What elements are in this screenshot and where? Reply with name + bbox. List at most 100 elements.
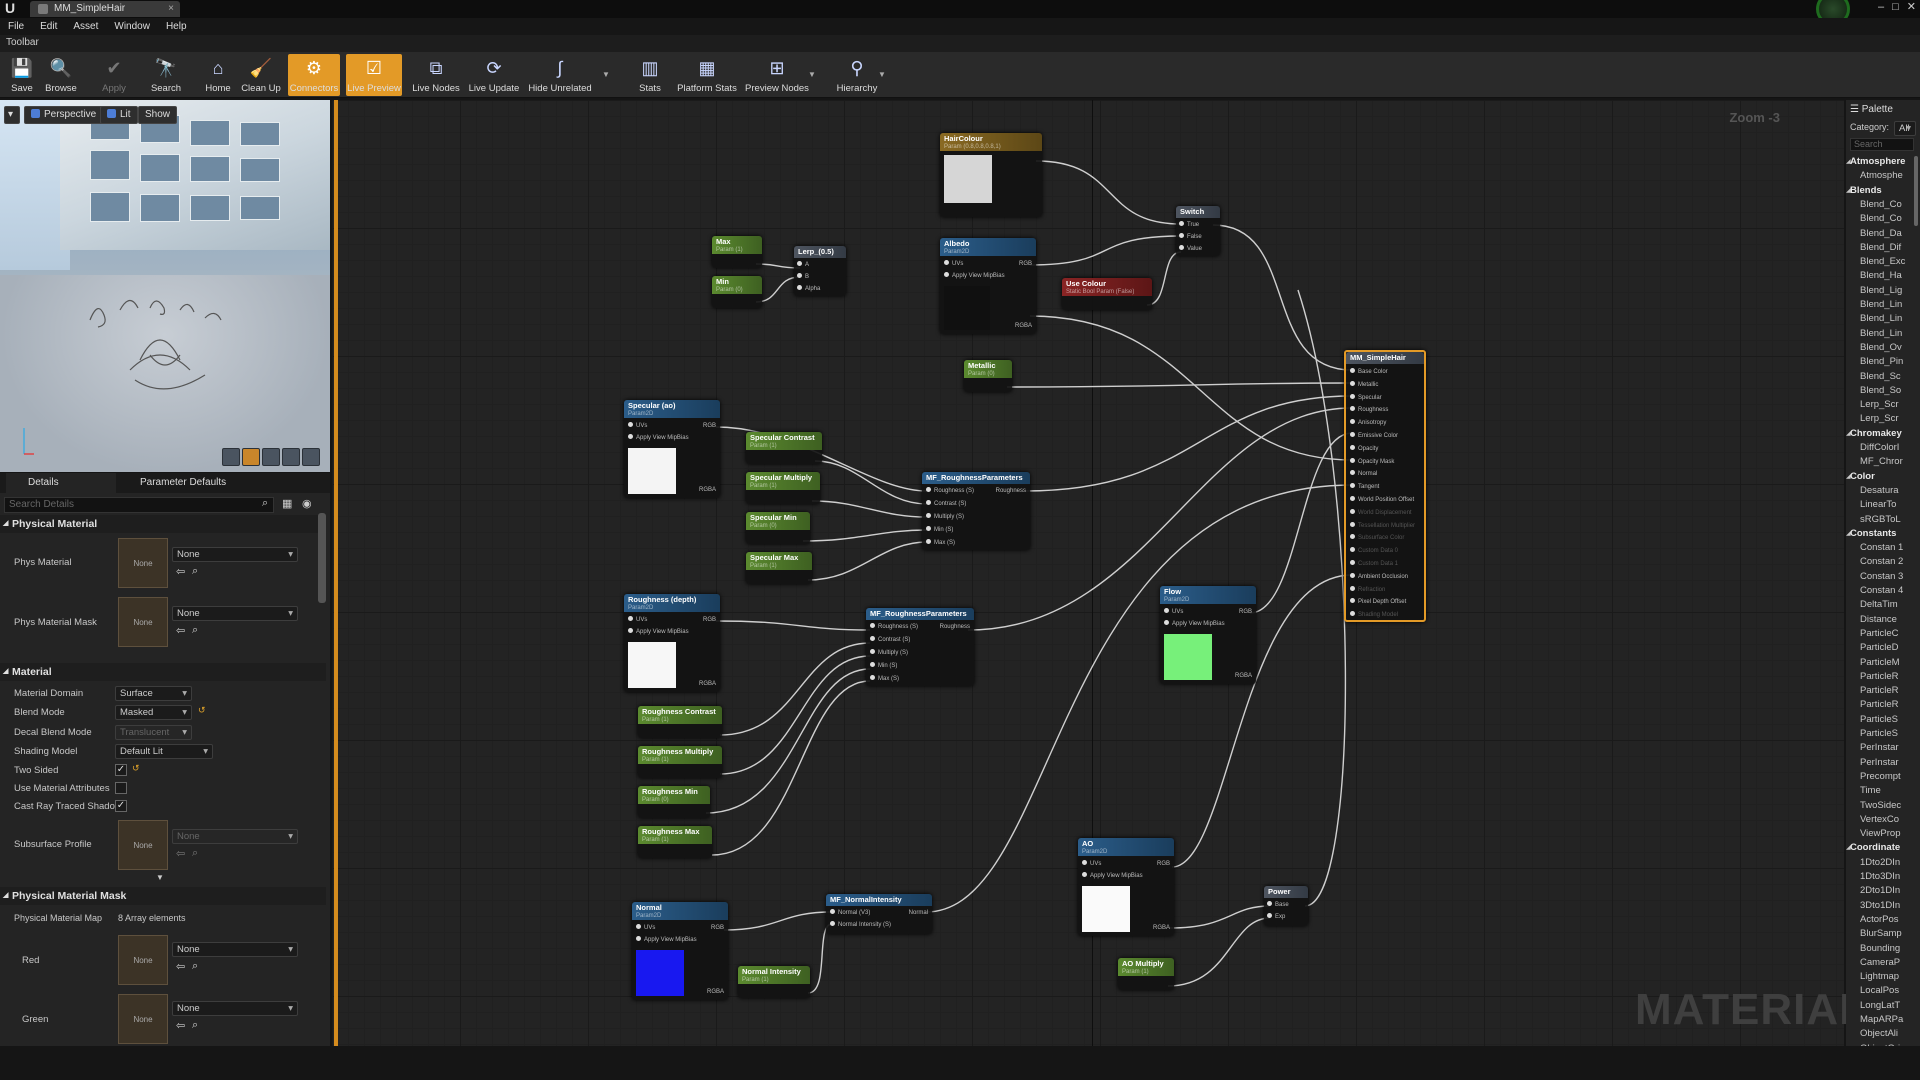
- preview-mesh-icon[interactable]: [302, 448, 320, 466]
- pin-base[interactable]: Base: [1267, 901, 1289, 909]
- palette-item[interactable]: Blend_So: [1860, 384, 1902, 396]
- palette-item[interactable]: Blend_Pin: [1860, 356, 1904, 368]
- pin-uvs[interactable]: UVs: [628, 422, 647, 430]
- palette-item[interactable]: ParticleS: [1860, 728, 1899, 739]
- palette-item[interactable]: Blend_Exc: [1860, 256, 1906, 268]
- clean-up-button[interactable]: 🧹Clean Up: [241, 57, 281, 95]
- result-pin[interactable]: Shading Model: [1350, 611, 1398, 619]
- palette-item[interactable]: DeltaTim: [1860, 599, 1898, 611]
- lit-button[interactable]: Lit: [100, 106, 138, 124]
- palette-item[interactable]: LinearTo: [1860, 499, 1897, 511]
- palette-item[interactable]: PerInstar: [1860, 756, 1899, 768]
- browse-asset-icon[interactable]: ⌕: [192, 847, 199, 859]
- palette-item[interactable]: Blend_Lin: [1860, 327, 1903, 339]
- menu-asset[interactable]: Asset: [73, 21, 99, 32]
- live-preview-button[interactable]: ☑Live Preview: [346, 54, 402, 96]
- pin-max[interactable]: Max (S): [926, 539, 955, 547]
- red-thumbnail[interactable]: None: [118, 935, 168, 985]
- node-mf-roughness-specular[interactable]: MF_RoughnessParameters Roughness (S) Con…: [922, 472, 1030, 550]
- close-window-button[interactable]: ✕: [1906, 1, 1916, 13]
- palette-item[interactable]: Bounding: [1860, 942, 1901, 954]
- pin-exp[interactable]: Exp: [1267, 913, 1285, 921]
- menu-help[interactable]: Help: [165, 21, 187, 32]
- result-pin[interactable]: World Displacement: [1350, 509, 1412, 517]
- hide-unrelated-button[interactable]: ∫Hide Unrelated: [528, 57, 592, 95]
- pin-alpha[interactable]: Alpha: [797, 285, 820, 293]
- pin-rgb[interactable]: RGB: [702, 423, 716, 429]
- result-pin[interactable]: Custom Data 1: [1350, 560, 1398, 568]
- pin-rgba[interactable]: RGBA: [1234, 673, 1252, 679]
- pin-uvs[interactable]: UVs: [944, 260, 963, 268]
- hierarchy-button[interactable]: ⚲Hierarchy: [836, 57, 878, 95]
- menu-edit[interactable]: Edit: [40, 21, 58, 32]
- palette-item[interactable]: MapARPa: [1860, 1014, 1904, 1025]
- hierarchy-dropdown-icon[interactable]: ▼: [878, 70, 886, 79]
- palette-item[interactable]: Time: [1860, 785, 1881, 797]
- green-thumbnail[interactable]: None: [118, 994, 168, 1044]
- document-tab[interactable]: MM_SimpleHair ×: [30, 1, 180, 17]
- search-button[interactable]: 🔭Search: [150, 57, 182, 95]
- palette-item[interactable]: Blend_Co: [1860, 213, 1902, 225]
- details-scrollbar[interactable]: [318, 513, 326, 603]
- palette-item[interactable]: TwoSidec: [1860, 799, 1902, 811]
- pin-rgba[interactable]: RGBA: [1152, 925, 1170, 931]
- palette-item[interactable]: Lightmap: [1860, 971, 1900, 983]
- phys-material-mask-dropdown[interactable]: None: [172, 606, 298, 621]
- apply-button[interactable]: ✔Apply: [102, 57, 126, 95]
- pin-roughness-out[interactable]: Roughness: [939, 624, 970, 630]
- pin-apply-view-mipbias[interactable]: Apply View MipBias: [636, 936, 697, 944]
- palette-item[interactable]: ParticleC: [1860, 627, 1899, 639]
- pin-contrast[interactable]: Contrast (S): [926, 500, 966, 508]
- palette-item[interactable]: Constan 1: [1860, 542, 1904, 554]
- palette-category[interactable]: Coordinate: [1850, 842, 1901, 854]
- palette-item[interactable]: 1Dto3DIn: [1860, 871, 1901, 882]
- browse-asset-icon[interactable]: ⌕: [192, 1019, 199, 1031]
- pin-roughness[interactable]: Roughness (S): [870, 623, 918, 631]
- palette-item[interactable]: ParticleD: [1860, 642, 1899, 654]
- palette-item[interactable]: ParticleS: [1860, 713, 1899, 725]
- palette-item[interactable]: ParticleR: [1860, 670, 1899, 682]
- palette-item[interactable]: Blend_Co: [1860, 198, 1902, 210]
- palette-item[interactable]: MF_Chror: [1860, 456, 1903, 468]
- red-dropdown[interactable]: None: [172, 942, 298, 957]
- pin-normal-intensity[interactable]: Normal Intensity (S): [830, 921, 891, 929]
- palette-item[interactable]: sRGBToL: [1860, 513, 1901, 525]
- pin-b[interactable]: B: [797, 273, 809, 281]
- result-pin[interactable]: Tangent: [1350, 483, 1379, 491]
- use-selected-icon[interactable]: ⇦: [176, 1020, 186, 1032]
- pin-min[interactable]: Min (S): [870, 662, 897, 670]
- palette-item[interactable]: Distance: [1860, 613, 1897, 625]
- expand-advanced-icon[interactable]: ▼: [156, 873, 164, 882]
- palette-item[interactable]: 2Dto1DIn: [1860, 885, 1901, 897]
- node-switch[interactable]: Switch True False Value: [1176, 206, 1220, 256]
- pin-multiply[interactable]: Multiply (S): [926, 513, 964, 521]
- palette-item[interactable]: Blend_Lin: [1860, 313, 1903, 325]
- preview-sphere-icon[interactable]: [242, 448, 260, 466]
- pin-true[interactable]: True: [1179, 221, 1199, 229]
- pin-value[interactable]: Value: [1179, 245, 1202, 253]
- palette-item[interactable]: Constan 2: [1860, 556, 1904, 568]
- result-pin[interactable]: Emissive Color: [1350, 432, 1398, 440]
- section-material[interactable]: Material: [0, 663, 326, 681]
- node-power[interactable]: Power Base Exp: [1264, 886, 1308, 926]
- section-physical-material[interactable]: Physical Material: [0, 515, 326, 533]
- two-sided-checkbox[interactable]: ✓: [115, 764, 127, 776]
- blend-mode-dropdown[interactable]: Masked: [115, 705, 192, 720]
- palette-item[interactable]: Blend_Sc: [1860, 370, 1901, 382]
- palette-item[interactable]: Desatura: [1860, 484, 1899, 496]
- palette-scrollbar[interactable]: [1914, 156, 1918, 226]
- preview-plane-icon[interactable]: [262, 448, 280, 466]
- palette-category[interactable]: Constants: [1850, 527, 1897, 539]
- palette-item[interactable]: ParticleR: [1860, 685, 1899, 697]
- palette-item[interactable]: Blend_Lig: [1860, 284, 1903, 296]
- palette-item[interactable]: Blend_Ov: [1860, 341, 1902, 353]
